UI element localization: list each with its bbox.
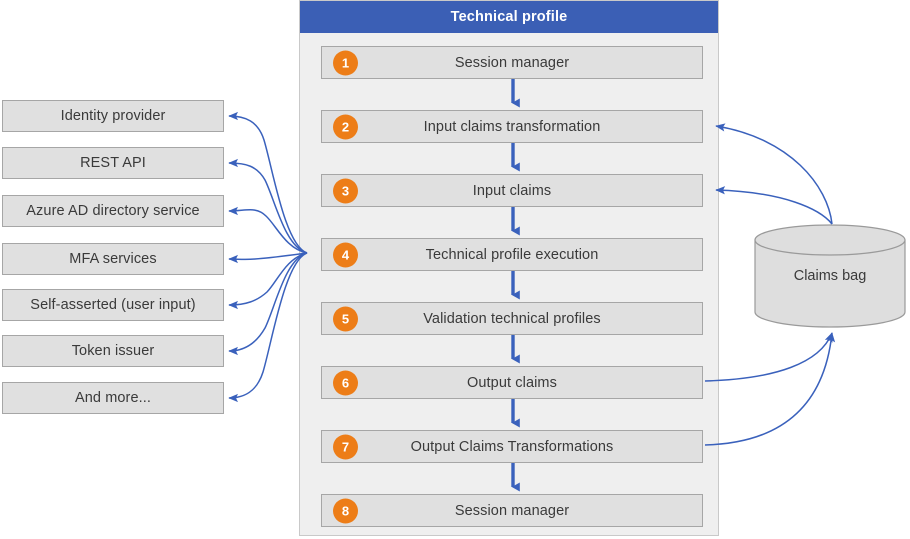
source-box-self-asserted[interactable]: Self-asserted (user input) [2,289,224,321]
step-label: Validation technical profiles [423,310,601,327]
claims-bag-cylinder[interactable]: Claims bag [754,224,906,328]
connector-to-token-issuer [228,252,308,356]
step-box-input-claims-transformation[interactable]: 2 Input claims transformation [321,110,703,143]
source-label: And more... [74,390,152,406]
source-box-mfa-services[interactable]: MFA services [2,243,224,275]
source-box-and-more[interactable]: And more... [2,382,224,414]
step-number-badge: 6 [333,370,358,395]
connector-claimsbag-to-input-claims-transformation [715,123,833,225]
source-box-azure-ad-directory-service[interactable]: Azure AD directory service [2,195,224,227]
source-label: Self-asserted (user input) [30,297,196,313]
connector-to-rest-api [228,158,308,254]
connector-to-identity-provider [228,111,308,254]
panel-title: Technical profile [300,1,718,33]
source-label: REST API [80,155,146,171]
connector-output-claims-to-claimsbag [704,332,833,382]
step-box-validation-technical-profiles[interactable]: 5 Validation technical profiles [321,302,703,335]
connector-to-and-more [228,252,308,403]
source-label: Azure AD directory service [26,203,200,219]
source-box-rest-api[interactable]: REST API [2,147,224,179]
step-box-input-claims[interactable]: 3 Input claims [321,174,703,207]
step-number-badge: 2 [333,114,358,139]
cylinder-shape [754,224,906,328]
connector-to-self-asserted [228,252,308,310]
step-label: Output Claims Transformations [410,438,614,455]
technical-profile-panel: Technical profile 1 Session manager 2 In… [299,0,719,536]
step-box-session-manager-8[interactable]: 8 Session manager [321,494,703,527]
step-number-badge: 5 [333,306,358,331]
step-label: Input claims transformation [423,118,601,135]
connector-output-claims-transformations-to-claimsbag [704,332,836,446]
source-box-identity-provider[interactable]: Identity provider [2,100,224,132]
step-number-badge: 7 [333,434,358,459]
step-number-badge: 1 [333,50,358,75]
source-label: MFA services [69,251,157,267]
step-label: Output claims [467,374,557,391]
step-box-output-claims-transformations[interactable]: 7 Output Claims Transformations [321,430,703,463]
step-number-badge: 8 [333,498,358,523]
connector-to-mfa-services [228,252,308,264]
source-label: Token issuer [71,343,155,359]
step-label: Input claims [472,182,552,199]
step-box-technical-profile-execution[interactable]: 4 Technical profile execution [321,238,703,271]
step-label: Technical profile execution [425,246,599,263]
step-label: Session manager [454,54,570,71]
source-label: Identity provider [60,108,166,124]
step-label: Session manager [454,502,570,519]
step-box-output-claims[interactable]: 6 Output claims [321,366,703,399]
step-box-session-manager-1[interactable]: 1 Session manager [321,46,703,79]
connector-to-azure-ad [228,206,308,254]
connector-claimsbag-to-input-claims [715,186,833,225]
step-number-badge: 3 [333,178,358,203]
source-box-token-issuer[interactable]: Token issuer [2,335,224,367]
step-number-badge: 4 [333,242,358,267]
